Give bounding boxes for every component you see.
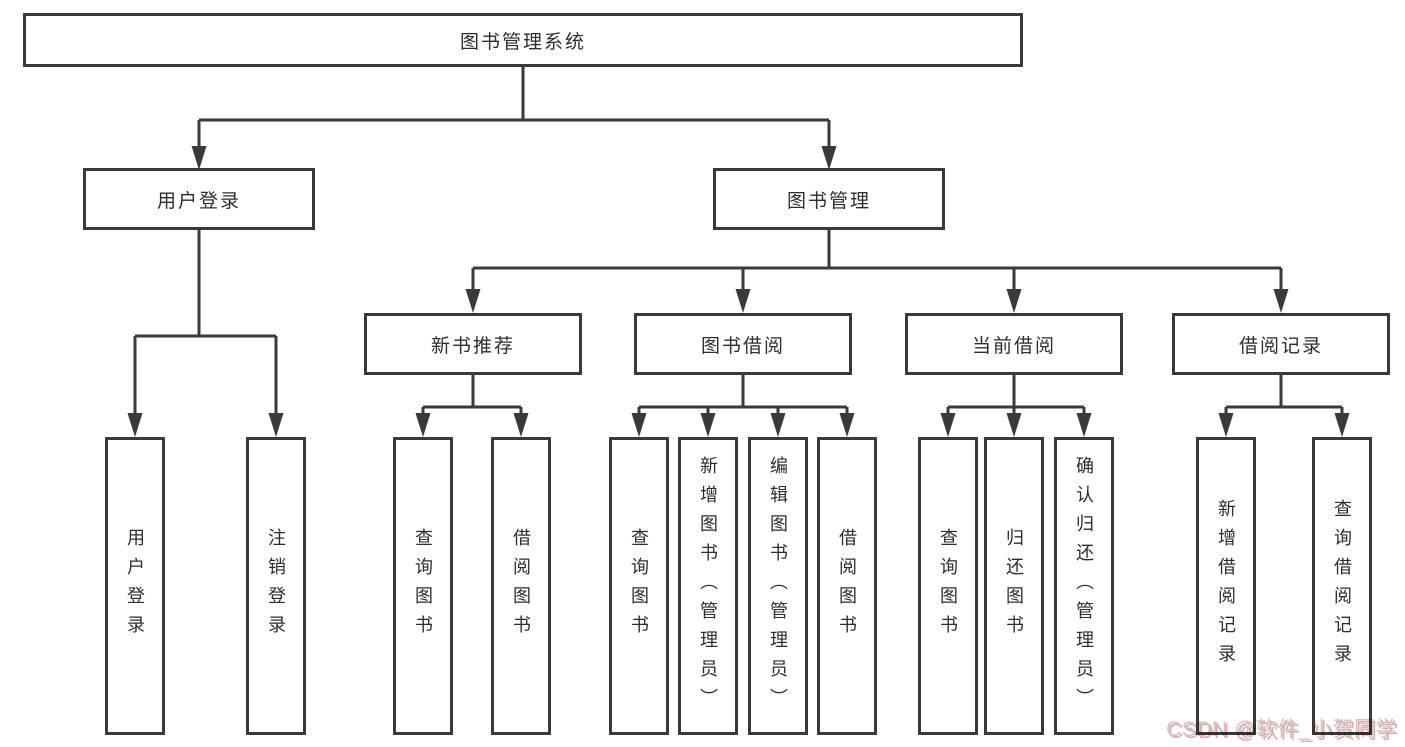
connector-path — [197, 67, 831, 148]
arrowhead — [735, 289, 751, 313]
arrowhead — [1273, 289, 1289, 313]
node-login-user-login: 用户登录 — [105, 437, 165, 735]
arrowheads-recommend-children — [415, 413, 529, 437]
node-records-query-record: 查询借阅记录 — [1312, 437, 1372, 735]
arrowheads-records-children — [1218, 413, 1350, 437]
connector-borrow-to-children — [637, 375, 849, 416]
arrowhead — [1006, 289, 1022, 313]
arrowheads-current-children — [940, 413, 1092, 437]
node-borrow-query-books: 查询图书 — [609, 437, 669, 735]
connector-current-to-children — [946, 375, 1086, 416]
arrowhead — [127, 413, 143, 437]
arrowheads-login-children — [127, 413, 284, 437]
node-borrow-borrow-books: 借阅图书 — [817, 437, 877, 735]
arrowhead — [415, 413, 431, 437]
connector-root-to-level2 — [197, 67, 831, 148]
connector-recommend-to-children — [421, 375, 523, 416]
node-current-borrow: 当前借阅 — [905, 313, 1123, 375]
node-borrow-add-books-admin: 新增图书（管理员） — [678, 437, 738, 735]
node-recommend-borrow-books: 借阅图书 — [491, 437, 551, 735]
node-user-login: 用户登录 — [83, 168, 315, 230]
node-current-return-books: 归还图书 — [984, 437, 1044, 735]
node-current-query-books: 查询图书 — [918, 437, 978, 735]
arrowhead — [191, 146, 207, 170]
node-recommend-query-books: 查询图书 — [393, 437, 453, 735]
arrowhead — [1334, 413, 1350, 437]
connector-management-to-level3 — [471, 230, 1283, 292]
arrowhead — [1076, 413, 1092, 437]
connector-login-to-children — [133, 230, 278, 416]
arrowhead — [513, 413, 529, 437]
arrowheads-level2 — [191, 146, 837, 170]
node-new-book-recommend: 新书推荐 — [364, 313, 582, 375]
node-borrow-records: 借阅记录 — [1172, 313, 1390, 375]
connector-path — [1224, 375, 1344, 416]
arrowhead — [940, 413, 956, 437]
arrowheads-level3 — [465, 289, 1289, 313]
arrowhead — [839, 413, 855, 437]
arrowhead — [700, 413, 716, 437]
node-current-confirm-return-admin: 确认归还（管理员） — [1054, 437, 1114, 735]
connector-path — [421, 375, 523, 416]
connector-path — [133, 230, 278, 416]
arrowhead — [1006, 413, 1022, 437]
arrowhead — [770, 413, 786, 437]
arrowhead — [1218, 413, 1234, 437]
arrowhead — [268, 413, 284, 437]
node-login-logout: 注销登录 — [246, 437, 306, 735]
node-borrow-edit-books-admin: 编辑图书（管理员） — [748, 437, 808, 735]
node-library-system: 图书管理系统 — [23, 13, 1023, 67]
arrowhead — [465, 289, 481, 313]
connector-path — [637, 375, 849, 416]
node-records-add-record: 新增借阅记录 — [1196, 437, 1256, 735]
node-book-borrow: 图书借阅 — [634, 313, 852, 375]
arrowhead — [631, 413, 647, 437]
arrowhead — [821, 146, 837, 170]
node-book-management: 图书管理 — [713, 168, 945, 230]
arrowheads-borrow-children — [631, 413, 855, 437]
connector-records-to-children — [1224, 375, 1344, 416]
connector-path — [471, 230, 1283, 292]
connector-path — [946, 375, 1086, 416]
watermark: CSDN @软件_小贺同学 — [1166, 718, 1397, 741]
